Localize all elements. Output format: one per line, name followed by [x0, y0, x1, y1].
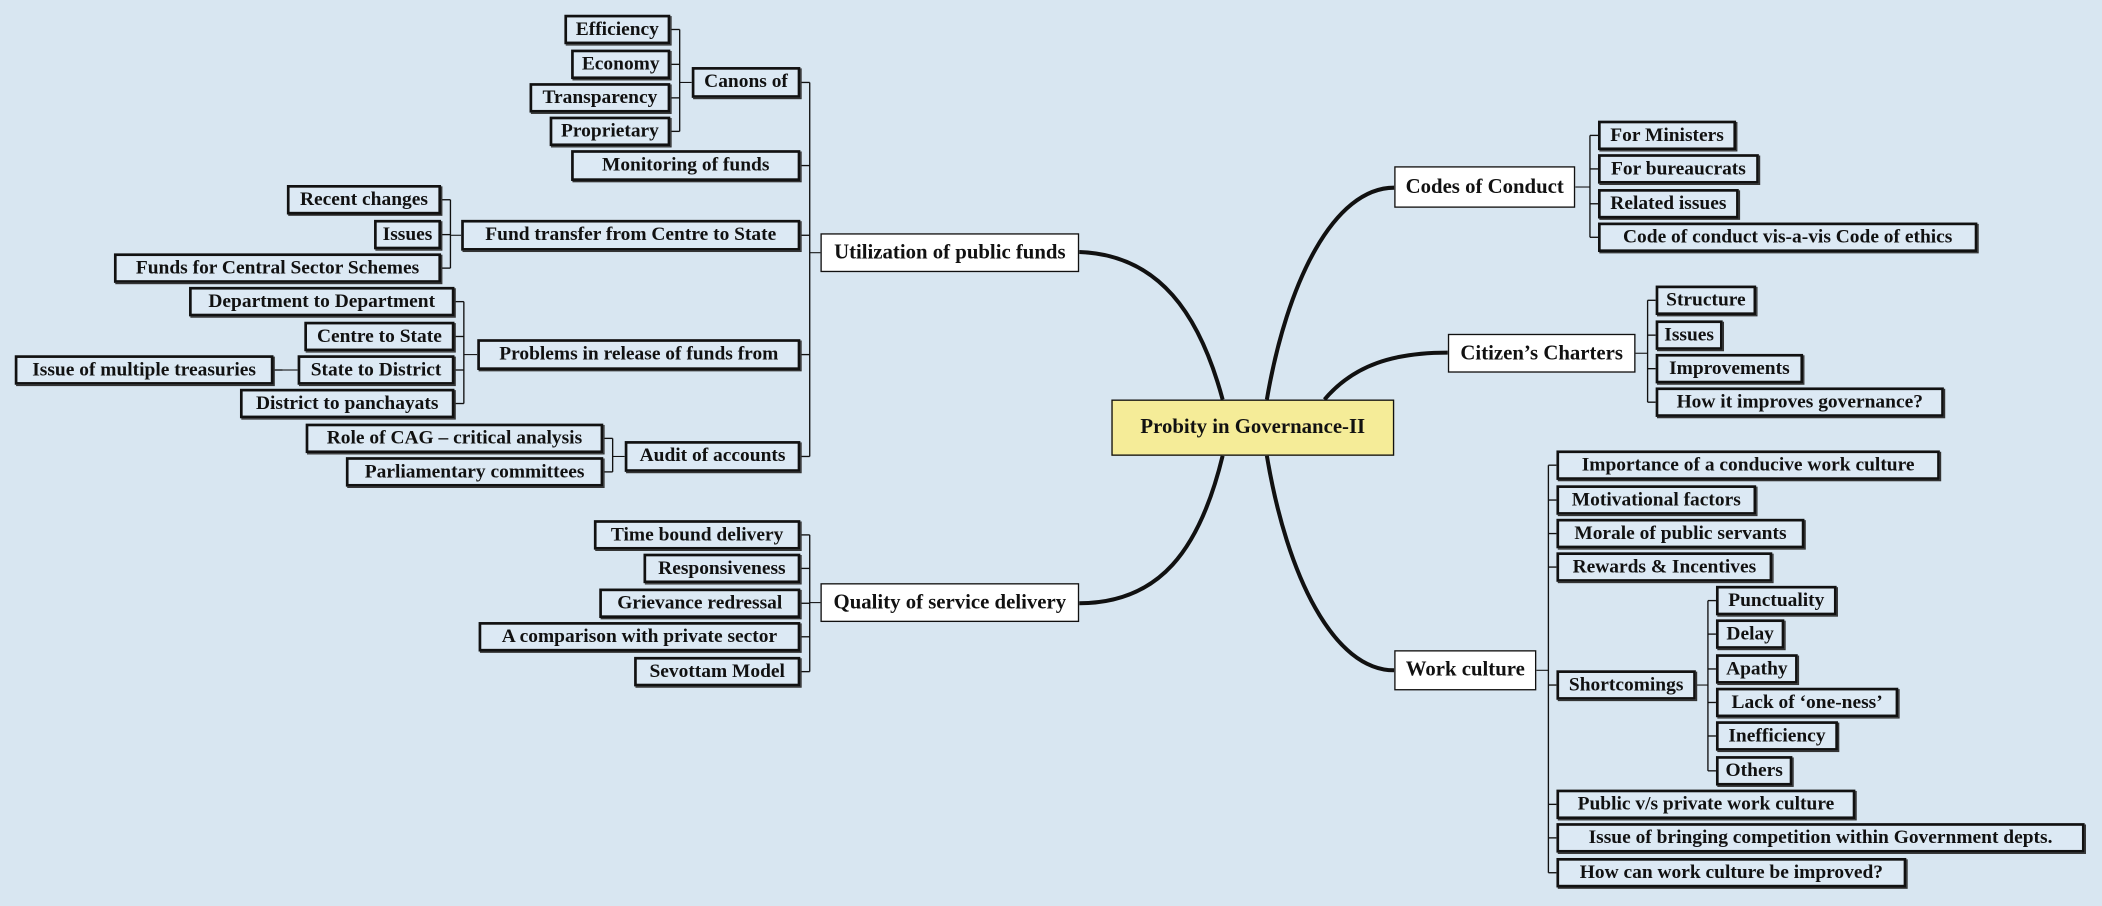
- node-eff[interactable]: Efficiency: [564, 14, 671, 45]
- node-oth[interactable]: Others: [1715, 756, 1793, 786]
- node-prob[interactable]: Problems in release of funds from: [477, 339, 801, 371]
- node-rel[interactable]: Related issues: [1597, 189, 1739, 219]
- node-imt[interactable]: Issue of multiple treasuries: [14, 355, 274, 385]
- node-tra[interactable]: Transparency: [529, 83, 671, 113]
- node-comp[interactable]: A comparison with private sector: [478, 622, 801, 652]
- node-sho[interactable]: Shortcomings: [1556, 670, 1696, 700]
- main-link-work: [1264, 455, 1395, 673]
- node-rec[interactable]: Recent changes: [286, 185, 442, 215]
- node-fcs[interactable]: Funds for Central Sector Schemes: [113, 253, 442, 283]
- node-s2d[interactable]: State to District: [297, 355, 455, 385]
- node-d2p[interactable]: District to panchayats: [239, 388, 455, 419]
- node-apa[interactable]: Apathy: [1715, 654, 1798, 684]
- node-iss2[interactable]: Issues: [1655, 320, 1723, 350]
- node-lac[interactable]: Lack of ‘one-ness’: [1715, 687, 1899, 718]
- node-cvc[interactable]: Code of conduct vis-a-vis Code of ethics: [1597, 222, 1978, 253]
- node-cag[interactable]: Role of CAG – critical analysis: [305, 423, 604, 454]
- node-audit[interactable]: Audit of accounts: [624, 441, 801, 472]
- node-fund[interactable]: Fund transfer from Centre to State: [461, 219, 801, 251]
- node-pvp[interactable]: Public v/s private work culture: [1556, 789, 1856, 820]
- node-rew[interactable]: Rewards & Incentives: [1556, 552, 1773, 582]
- node-qual[interactable]: Quality of service delivery: [820, 583, 1080, 623]
- node-ineff[interactable]: Inefficiency: [1715, 721, 1838, 751]
- node-util[interactable]: Utilization of public funds: [820, 233, 1080, 273]
- node-pro[interactable]: Proprietary: [549, 116, 671, 147]
- node-eco[interactable]: Economy: [571, 49, 671, 80]
- node-mon[interactable]: Monitoring of funds: [571, 150, 801, 181]
- node-canons[interactable]: Canons of: [691, 67, 801, 98]
- node-fbur[interactable]: For bureaucrats: [1597, 154, 1759, 184]
- node-cit[interactable]: Citizen’s Charters: [1447, 333, 1636, 373]
- node-impc[interactable]: Importance of a conducive work culture: [1556, 450, 1940, 480]
- node-imp[interactable]: Improvements: [1655, 353, 1804, 384]
- node-griev[interactable]: Grievance redressal: [599, 588, 801, 619]
- node-str[interactable]: Structure: [1655, 285, 1757, 316]
- node-tbd[interactable]: Time bound delivery: [593, 520, 801, 550]
- node-d2d[interactable]: Department to Department: [189, 286, 455, 317]
- node-ibc[interactable]: Issue of bringing competition within Gov…: [1556, 823, 2085, 853]
- node-resp[interactable]: Responsiveness: [643, 553, 801, 584]
- main-link-util: [1079, 250, 1225, 401]
- main-link-cit: [1322, 350, 1448, 401]
- node-parl[interactable]: Parliamentary committees: [345, 457, 604, 487]
- node-iss1[interactable]: Issues: [374, 219, 442, 250]
- main-link-codes: [1264, 185, 1395, 400]
- node-pun[interactable]: Punctuality: [1715, 585, 1837, 616]
- node-how[interactable]: How it improves governance?: [1655, 387, 1944, 417]
- main-link-qual: [1079, 455, 1225, 606]
- node-del[interactable]: Delay: [1715, 619, 1785, 649]
- node-c2s[interactable]: Centre to State: [304, 321, 455, 352]
- node-hcw[interactable]: How can work culture be improved?: [1556, 857, 1907, 888]
- node-sev[interactable]: Sevottam Model: [634, 656, 801, 687]
- node-center[interactable]: Probity in Governance-II: [1111, 399, 1395, 456]
- node-codes[interactable]: Codes of Conduct: [1394, 166, 1576, 208]
- node-work[interactable]: Work culture: [1394, 650, 1537, 691]
- node-fmin[interactable]: For Ministers: [1597, 120, 1737, 151]
- node-mor[interactable]: Morale of public servants: [1556, 518, 1805, 549]
- node-mot[interactable]: Motivational factors: [1556, 485, 1757, 515]
